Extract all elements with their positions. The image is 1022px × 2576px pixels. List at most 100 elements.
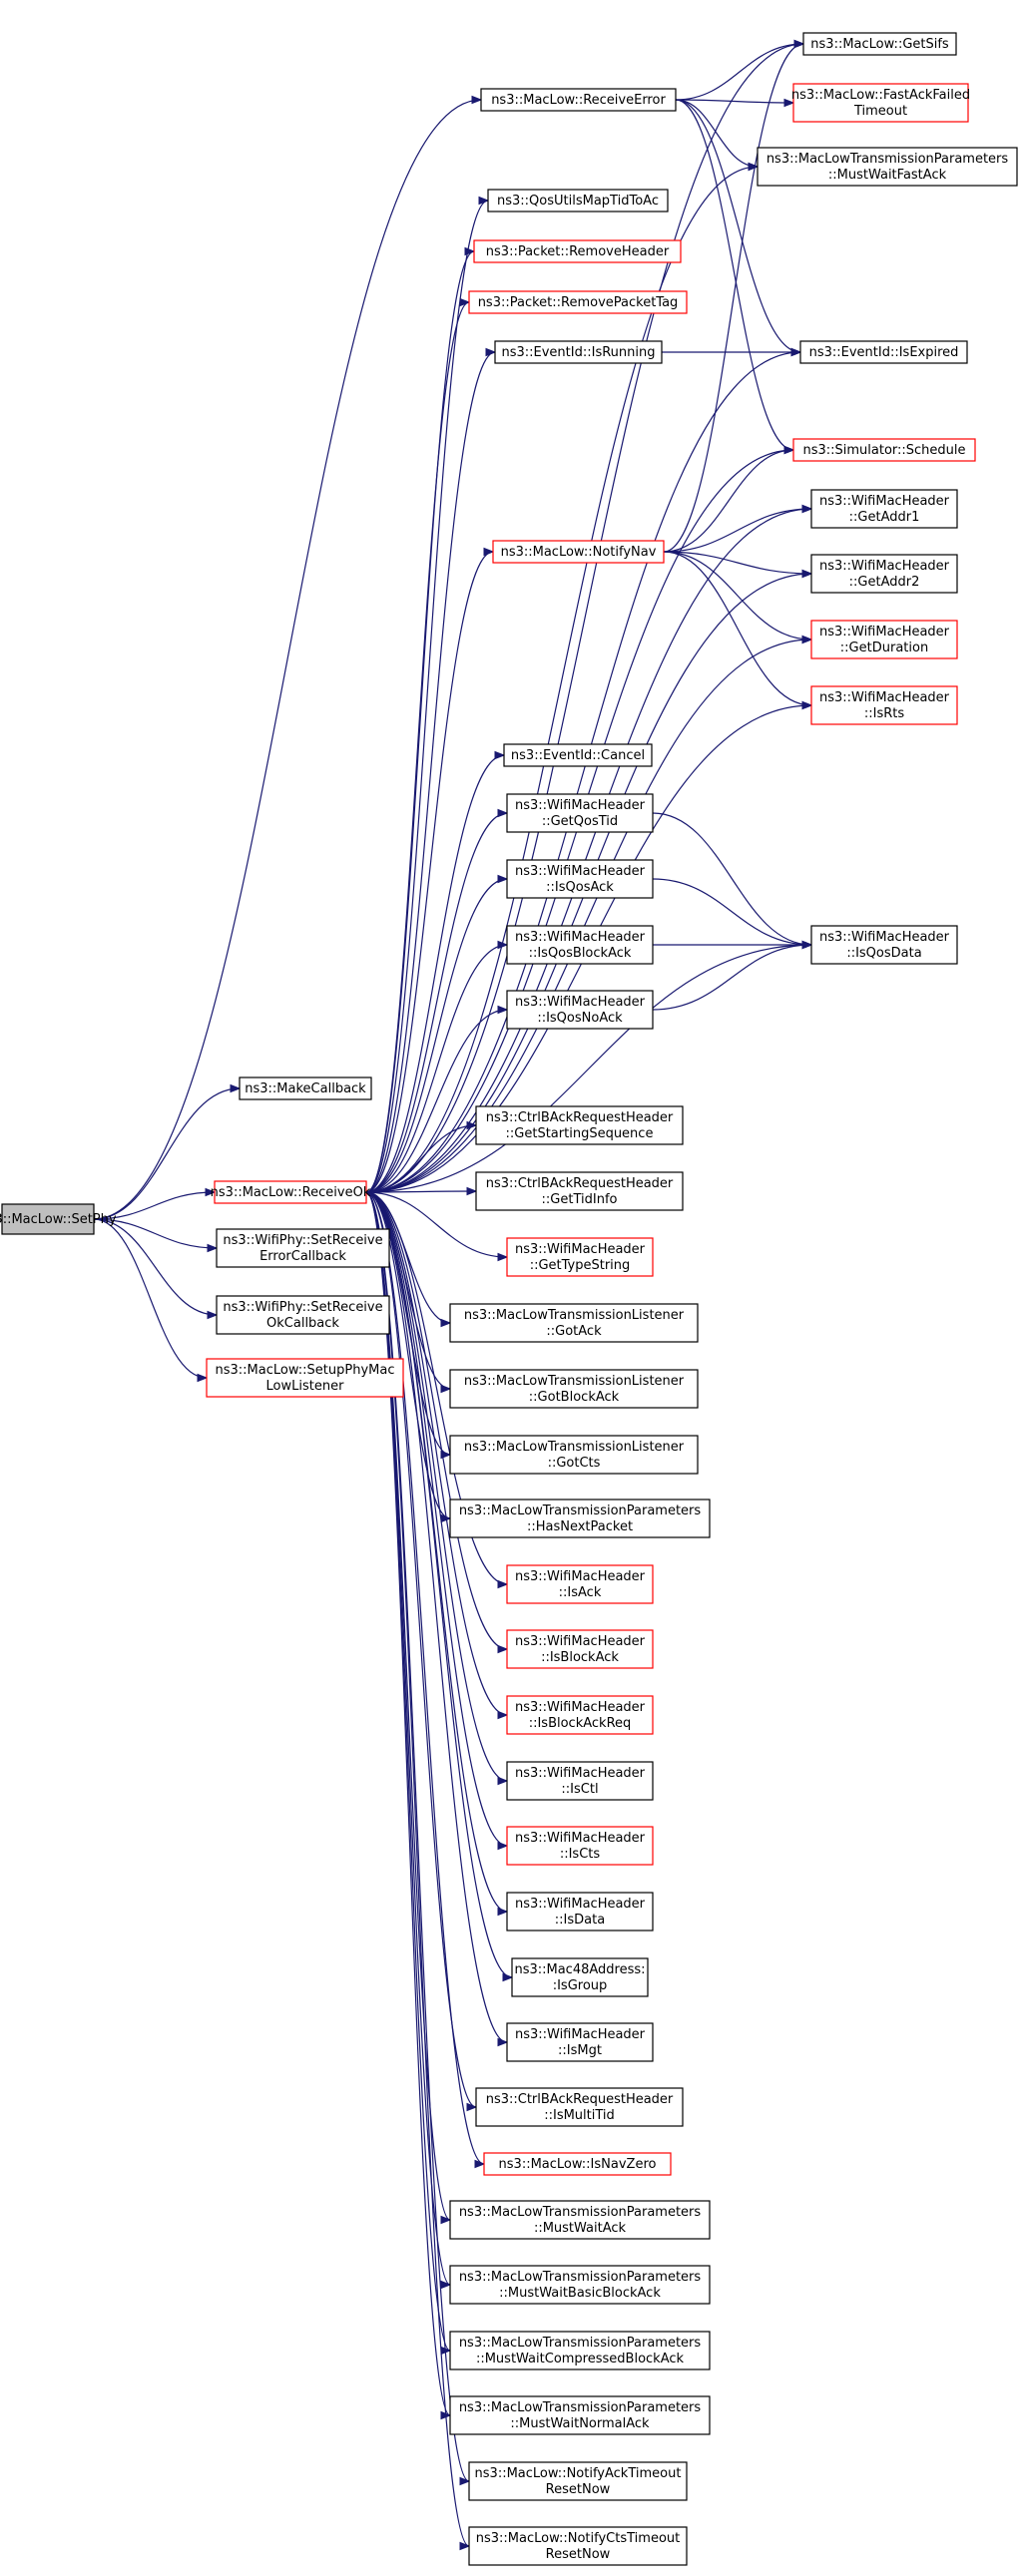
node-label: ::IsQosNoAck	[537, 1011, 623, 1026]
node-box	[468, 2526, 688, 2566]
node-isctl[interactable]: ns3::WifiMacHeader::IsCtl	[506, 1761, 654, 1801]
edge-receiveok-removeheader	[365, 250, 475, 1193]
node-label: ns3::QosUtilsMapTidToAc	[497, 194, 659, 209]
node-isqosblockack[interactable]: ns3::WifiMacHeader::IsQosBlockAck	[506, 925, 654, 965]
node-label: ns3::MacLowTransmissionListener	[464, 1374, 685, 1389]
node-mustwaitfastack[interactable]: ns3::MacLowTransmissionParameters::MustW…	[757, 147, 1018, 187]
node-getaddr2[interactable]: ns3::WifiMacHeader::GetAddr2	[810, 554, 958, 594]
node-removepackettag[interactable]: ns3::Packet::RemovePacketTag	[468, 290, 688, 314]
node-makecallback[interactable]: ns3::MakeCallback	[239, 1076, 372, 1100]
node-getqostid[interactable]: ns3::WifiMacHeader::GetQosTid	[506, 793, 654, 833]
edge-receiveok-removepackettag	[365, 301, 470, 1193]
node-isblockackreq[interactable]: ns3::WifiMacHeader::IsBlockAckReq	[506, 1695, 654, 1735]
node-label: LowListener	[266, 1379, 345, 1394]
node-label: ::IsQosBlockAck	[529, 946, 632, 961]
node-getsifs[interactable]: ns3::MacLow::GetSifs	[802, 32, 957, 56]
edge-receiveok-isqosack	[365, 878, 508, 1193]
node-gettypestring[interactable]: ns3::WifiMacHeader::GetTypeString	[506, 1237, 654, 1277]
edge-notifynav-getduration	[663, 551, 812, 641]
node-iscts[interactable]: ns3::WifiMacHeader::IsCts	[506, 1826, 654, 1866]
node-gotcts[interactable]: ns3::MacLowTransmissionListener::GotCts	[449, 1435, 699, 1475]
edge-arrowhead	[230, 1083, 242, 1093]
node-isexpired[interactable]: ns3::EventId::IsExpired	[799, 340, 968, 364]
node-label: ::MustWaitFastAck	[828, 168, 947, 183]
edge-arrowhead	[440, 2215, 452, 2225]
edge-notifynav-schedule	[663, 449, 794, 553]
node-label: ns3::WifiPhy::SetReceive	[223, 1233, 382, 1248]
edge-receiveerror-schedule	[675, 99, 794, 451]
node-schedule[interactable]: ns3::Simulator::Schedule	[792, 438, 976, 462]
node-receiveok[interactable]: ns3::MacLow::ReceiveOk	[211, 1180, 371, 1204]
node-ismgt[interactable]: ns3::WifiMacHeader::IsMgt	[506, 2022, 654, 2062]
node-gotack[interactable]: ns3::MacLowTransmissionListener::GotAck	[449, 1303, 699, 1343]
node-gettidinfo[interactable]: ns3::CtrlBAckRequestHeader::GetTidInfo	[475, 1171, 684, 1211]
node-ismultitid[interactable]: ns3::CtrlBAckRequestHeader::IsMultiTid	[475, 2087, 684, 2127]
node-mustwaitnormal[interactable]: ns3::MacLowTransmissionParameters::MustW…	[449, 2395, 711, 2435]
node-isqosack[interactable]: ns3::WifiMacHeader::IsQosAck	[506, 859, 654, 899]
edge-receiveok-qosutils	[365, 200, 489, 1193]
node-label: ns3::WifiMacHeader	[819, 625, 950, 640]
node-isblockack[interactable]: ns3::WifiMacHeader::IsBlockAck	[506, 1629, 654, 1669]
node-label: ns3::MacLowTransmissionListener	[464, 1440, 685, 1455]
edge-arrowhead	[474, 2159, 486, 2169]
node-label: ErrorCallback	[259, 1249, 346, 1264]
node-mustwaitcompressed[interactable]: ns3::MacLowTransmissionParameters::MustW…	[449, 2331, 711, 2370]
node-box	[799, 340, 968, 364]
node-label: ns3::MacLow::NotifyCtsTimeout	[476, 2531, 681, 2546]
node-label: ns3::WifiMacHeader	[515, 930, 646, 945]
node-label: ns3::WifiPhy::SetReceive	[223, 1300, 382, 1315]
edge-arrowhead	[207, 1243, 219, 1253]
node-getstartingseq[interactable]: ns3::CtrlBAckRequestHeader::GetStartingS…	[475, 1105, 684, 1145]
node-isrunning[interactable]: ns3::EventId::IsRunning	[494, 340, 663, 364]
edge-arrowhead	[497, 1579, 509, 1589]
node-label: ns3::WifiMacHeader	[515, 1766, 646, 1781]
node-notifynav[interactable]: ns3::MacLow::NotifyNav	[492, 540, 665, 564]
edge-receiveok-getsifs	[365, 43, 804, 1193]
node-isdata[interactable]: ns3::WifiMacHeader::IsData	[506, 1892, 654, 1932]
node-box	[506, 2022, 654, 2062]
node-isrts[interactable]: ns3::WifiMacHeader::IsRts	[810, 685, 958, 725]
edge-receiveok-iscts	[365, 1191, 508, 1847]
node-box	[206, 1358, 404, 1398]
node-label: ::IsCtl	[561, 1782, 598, 1797]
node-setphy[interactable]: ns3::MacLow::SetPhy	[0, 1203, 117, 1235]
node-getduration[interactable]: ns3::WifiMacHeader::GetDuration	[810, 620, 958, 659]
node-label: ns3::CtrlBAckRequestHeader	[486, 2092, 674, 2107]
edge-arrowhead	[783, 98, 795, 108]
node-label: ::GetStartingSequence	[506, 1126, 654, 1141]
node-box	[506, 1237, 654, 1277]
node-removeheader[interactable]: ns3::Packet::RemoveHeader	[473, 239, 682, 263]
node-label: ns3::EventId::IsRunning	[501, 345, 655, 360]
node-box	[810, 489, 958, 529]
node-isack[interactable]: ns3::WifiMacHeader::IsAck	[506, 1564, 654, 1604]
node-box	[506, 1695, 654, 1735]
node-box	[792, 83, 969, 123]
node-isqosdata[interactable]: ns3::WifiMacHeader::IsQosData	[810, 925, 958, 965]
node-label: ns3::MacLow::ReceiveOk	[211, 1185, 371, 1200]
node-label: ::IsMultiTid	[544, 2108, 615, 2123]
node-box	[487, 189, 669, 213]
node-isgroup[interactable]: ns3::Mac48Address::IsGroup	[511, 1957, 649, 1997]
node-receiveerror[interactable]: ns3::MacLow::ReceiveError	[480, 88, 677, 112]
node-gotblockack[interactable]: ns3::MacLowTransmissionListener::GotBloc…	[449, 1369, 699, 1409]
node-isqosnoack[interactable]: ns3::WifiMacHeader::IsQosNoAck	[506, 990, 654, 1030]
node-hasnextpacket[interactable]: ns3::MacLowTransmissionParameters::HasNe…	[449, 1499, 711, 1538]
node-mustwaitbasic[interactable]: ns3::MacLowTransmissionParameters::MustW…	[449, 2265, 711, 2305]
node-isnavzero[interactable]: ns3::MacLow::IsNavZero	[483, 2152, 672, 2176]
edge-receiveok-mustwaitfastack	[365, 166, 759, 1193]
edge-arrowhead	[497, 1005, 509, 1015]
node-box	[449, 1303, 699, 1343]
node-qosutils[interactable]: ns3::QosUtilsMapTidToAc	[487, 189, 669, 213]
node-cancel[interactable]: ns3::EventId::Cancel	[503, 743, 653, 767]
node-mustwaitack[interactable]: ns3::MacLowTransmissionParameters::MustW…	[449, 2200, 711, 2240]
node-getaddr1[interactable]: ns3::WifiMacHeader::GetAddr1	[810, 489, 958, 529]
node-box	[473, 239, 682, 263]
node-label: ns3::MacLowTransmissionParameters	[459, 2205, 702, 2220]
